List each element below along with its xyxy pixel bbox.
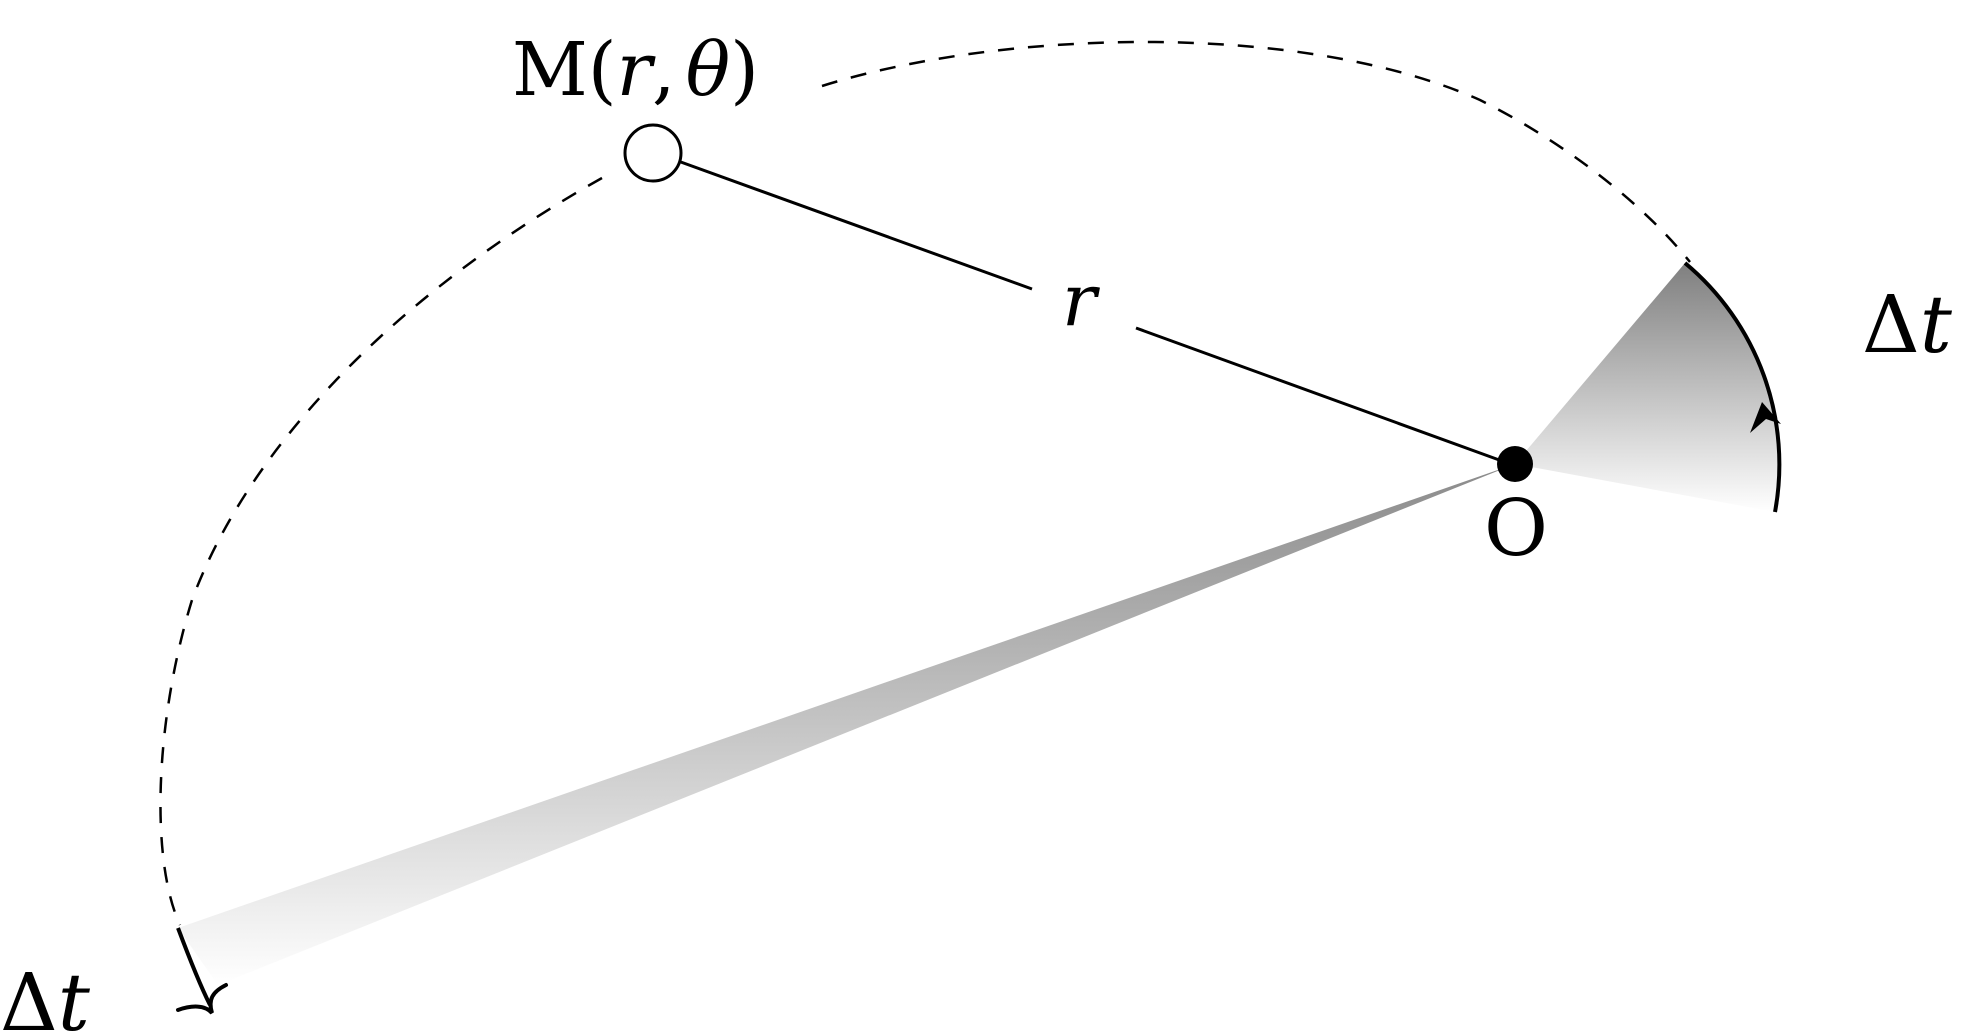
sector-left <box>178 464 1515 985</box>
dashed-trajectory-right <box>821 40 1691 263</box>
point-m-label: M(r,θ) <box>512 27 759 113</box>
arc-right-arrowhead <box>1750 402 1781 433</box>
delta-t-left-label: Δt <box>0 956 91 1034</box>
point-m-comma: , <box>652 27 676 113</box>
point-m-marker <box>623 123 683 183</box>
delta-t-left-delta: Δ <box>0 956 58 1034</box>
point-m-close-paren: ) <box>730 27 759 113</box>
arc-left-arrowhead <box>176 983 228 1015</box>
delta-t-right-delta: Δ <box>1862 278 1920 371</box>
arc-left <box>176 927 212 1006</box>
delta-t-right-t: t <box>1920 278 1953 371</box>
delta-t-left-t: t <box>58 956 91 1034</box>
arc-right <box>1683 261 1782 513</box>
point-m-theta: θ <box>686 27 731 113</box>
dashed-trajectory-left <box>159 176 603 926</box>
point-m-letter: M <box>512 27 588 113</box>
sector-right <box>1515 263 1780 512</box>
radius-line-lower <box>1135 326 1503 463</box>
point-m-open-paren: ( <box>588 27 617 113</box>
radius-label: r <box>1062 258 1100 342</box>
origin-marker <box>1497 446 1533 482</box>
delta-t-right-label: Δt <box>1862 278 1953 371</box>
radius-line-upper <box>677 159 1033 291</box>
origin-label: O <box>1484 484 1548 574</box>
point-m-r: r <box>617 27 657 113</box>
